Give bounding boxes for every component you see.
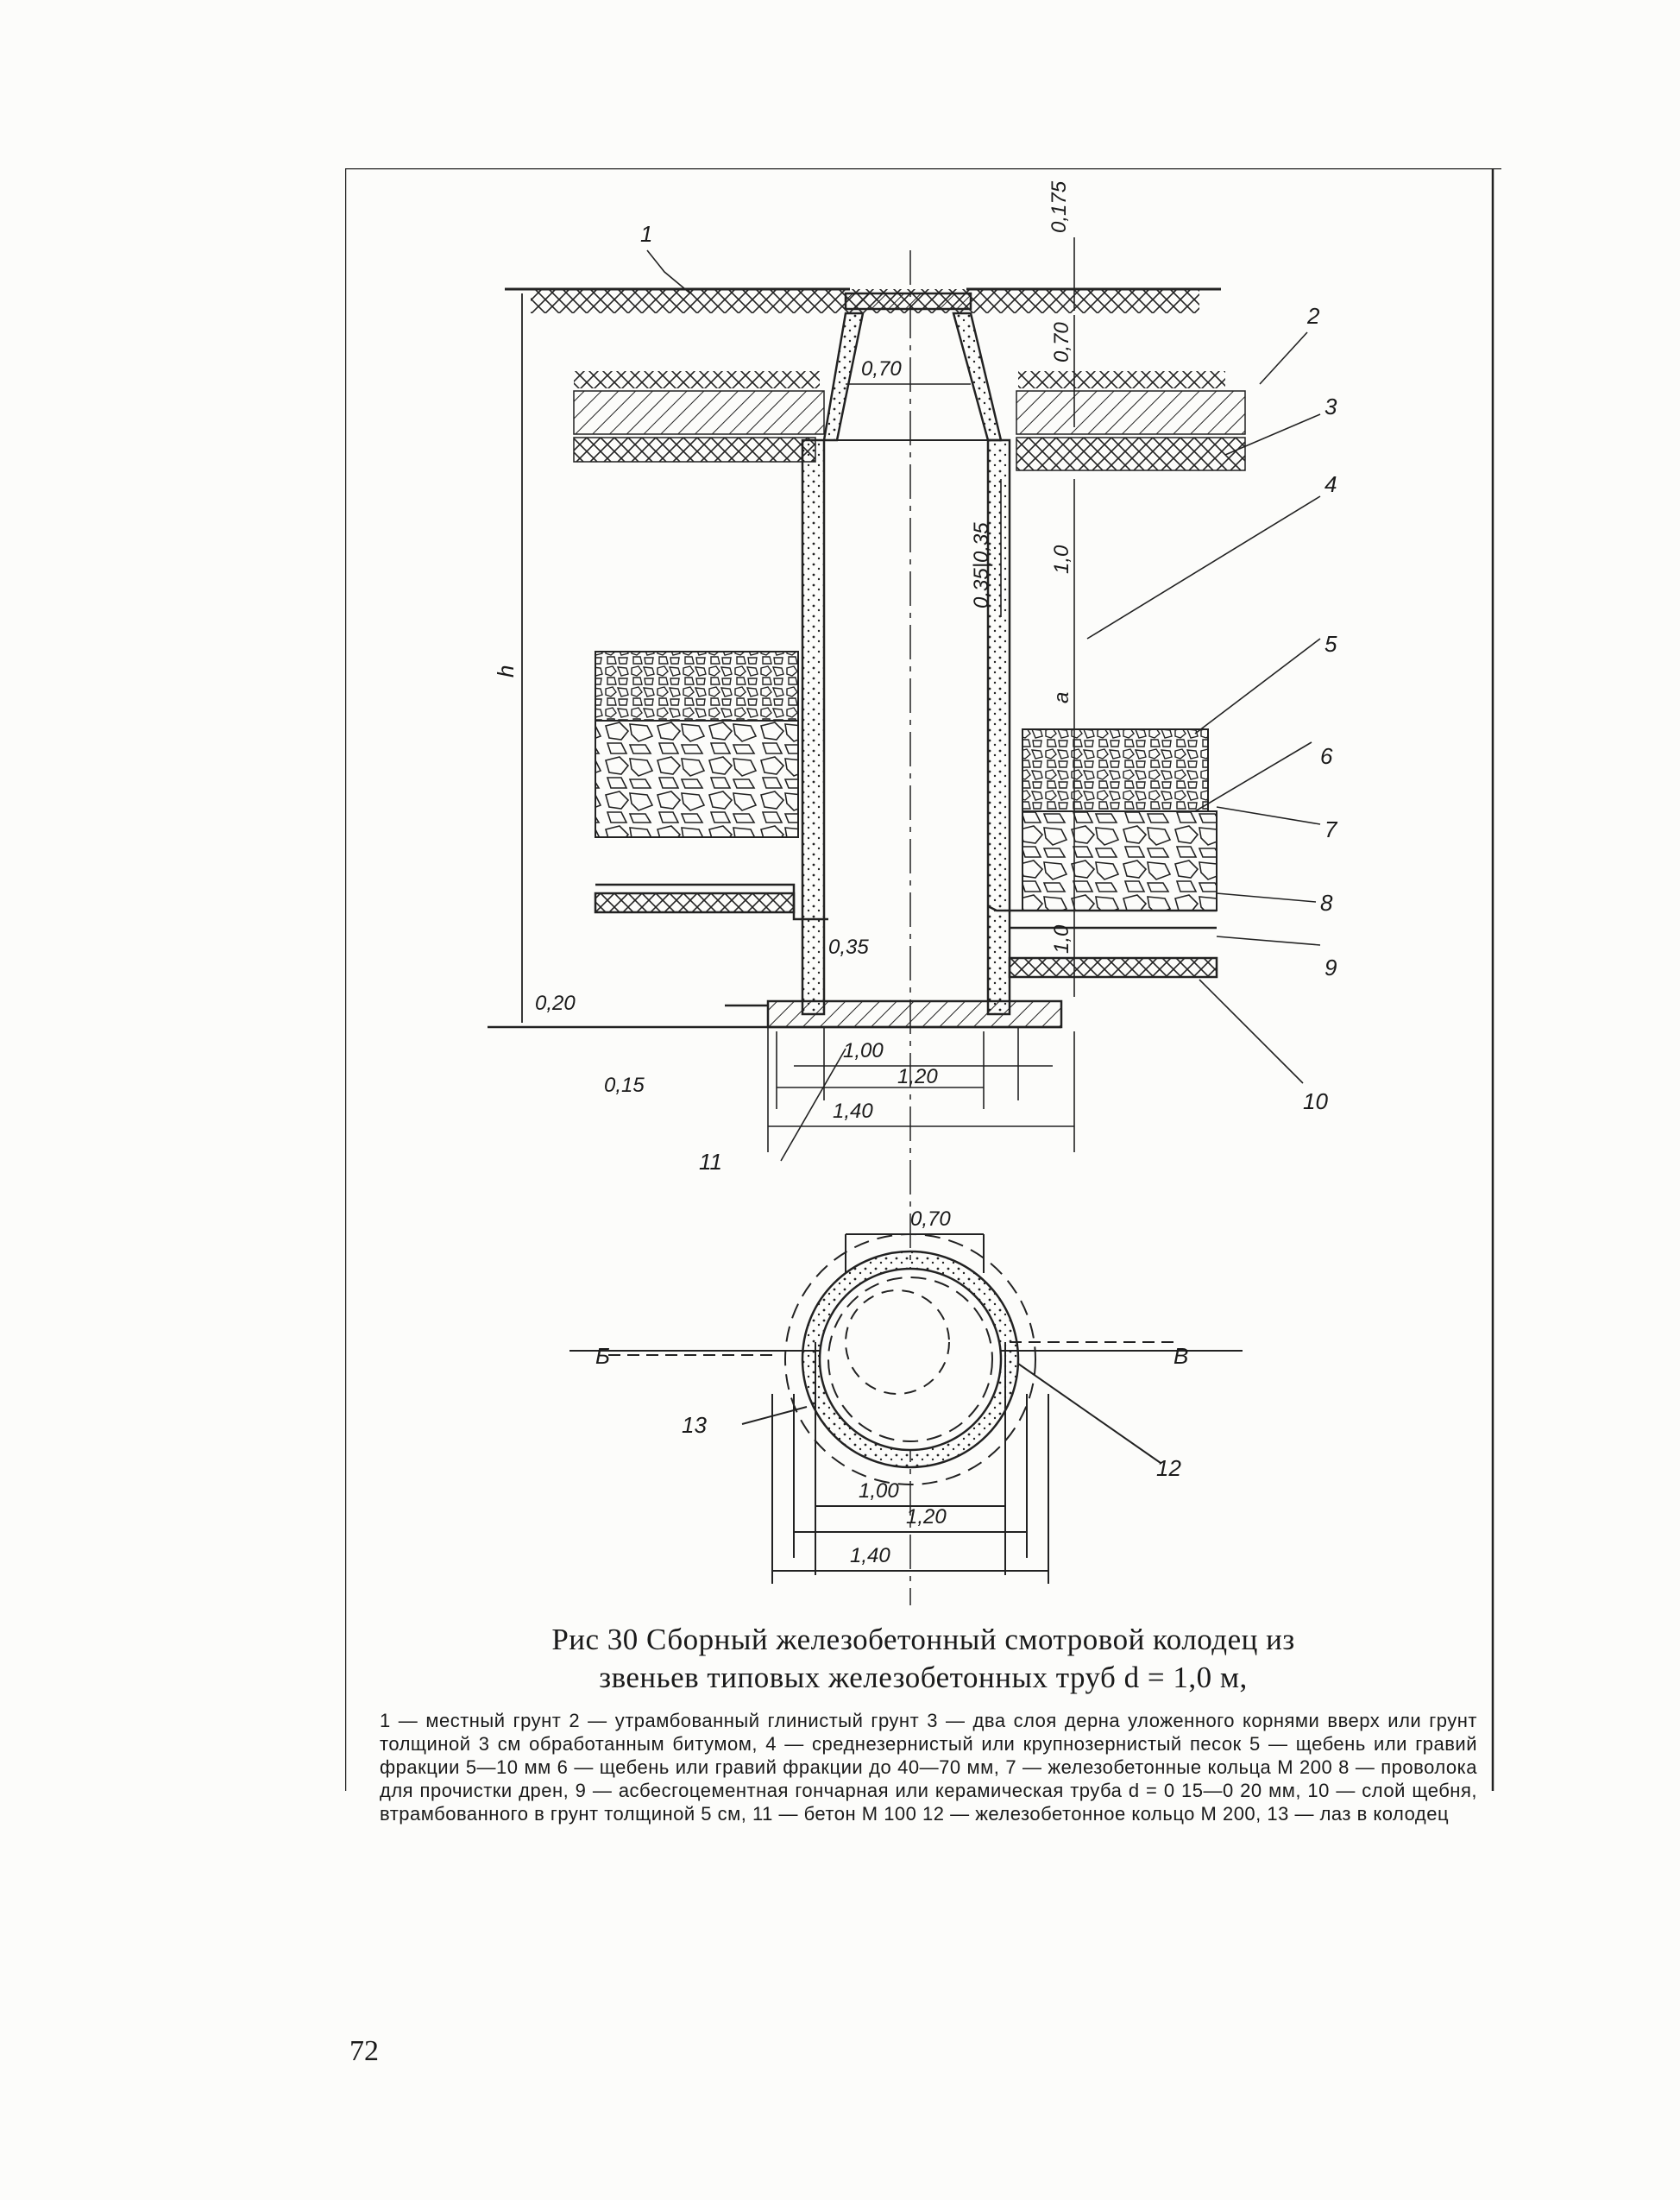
dim-neck-height: 0,70 (1050, 322, 1073, 362)
dim-plan-opening: 0,70 (910, 1207, 951, 1231)
dim-bottom-ring: 1,0 (1050, 924, 1073, 954)
dim-pipe-offset: 0,35 (828, 936, 869, 959)
callout-12: 12 (1156, 1455, 1181, 1481)
figure-caption: Рис 30 Сборный железобетонный смотровой … (345, 1621, 1501, 1825)
callout-1: 1 (640, 221, 652, 247)
dim-base-d: 1,40 (833, 1100, 873, 1123)
callout-6: 6 (1320, 743, 1333, 769)
dim-plan-outer: 1,20 (906, 1505, 947, 1529)
dim-top-gap: 0,175 (1048, 180, 1071, 233)
figure-frame: 1 2 3 4 5 6 7 8 9 10 11 12 13 0,70 0,175… (345, 168, 1501, 1933)
page-number: 72 (349, 2035, 379, 2067)
soil-layers-left (573, 371, 825, 463)
dim-outer-d: 1,20 (897, 1065, 938, 1088)
caption-title-line1: Рис 30 Сборный железобетонный смотровой … (551, 1623, 1295, 1656)
dim-ring-spacing: 0,35|0,35 (970, 522, 993, 608)
dim-neck-width: 0,70 (861, 357, 902, 381)
frame-border (345, 168, 1501, 1791)
drain-pipes (594, 883, 1218, 979)
soil-layers-right (1016, 371, 1246, 471)
callout-2: 2 (1306, 303, 1320, 329)
callout-7: 7 (1324, 816, 1338, 842)
gravel-beds (595, 651, 1218, 911)
dimension-lines (767, 237, 1075, 1152)
dim-base-left: 0,20 (535, 992, 576, 1015)
callout-5: 5 (1324, 631, 1337, 657)
dim-inner-d: 1,00 (843, 1039, 884, 1062)
callout-9: 9 (1324, 955, 1337, 980)
caption-legend: 1 — местный грунт 2 — утрамбованный глин… (380, 1710, 1477, 1825)
dim-segment-a: a (1050, 692, 1073, 703)
well-drawing: 1 2 3 4 5 6 7 8 9 10 11 12 13 0,70 0,175… (345, 168, 1501, 1791)
callout-13: 13 (682, 1412, 707, 1438)
dim-plan-inner: 1,00 (859, 1479, 899, 1503)
section-mark-right: В (1173, 1343, 1188, 1369)
dim-ring-height: 1,0 (1050, 545, 1073, 574)
dim-plan-base: 1,40 (850, 1544, 890, 1567)
callout-leaders (646, 249, 1321, 1162)
well-shaft (801, 292, 1011, 1016)
dimension-labels: 0,70 0,175 0,70 0,35|0,35 1,0 h a 1,0 0,… (493, 180, 1188, 1567)
base-slab (488, 999, 1063, 1029)
callout-3: 3 (1324, 394, 1337, 419)
callout-4: 4 (1324, 471, 1337, 497)
section-mark-left: Б (595, 1343, 610, 1369)
caption-title-line2: звеньев типовых железобетонных труб d = … (599, 1661, 1248, 1694)
callout-11: 11 (699, 1149, 722, 1175)
callout-8: 8 (1320, 890, 1333, 916)
plan-view (569, 1233, 1243, 1584)
dim-depth-h: h (493, 665, 519, 678)
callout-10: 10 (1303, 1088, 1328, 1114)
dim-base-step: 0,15 (604, 1074, 645, 1097)
callout-labels: 1 2 3 4 5 6 7 8 9 10 11 12 13 (640, 221, 1338, 1481)
